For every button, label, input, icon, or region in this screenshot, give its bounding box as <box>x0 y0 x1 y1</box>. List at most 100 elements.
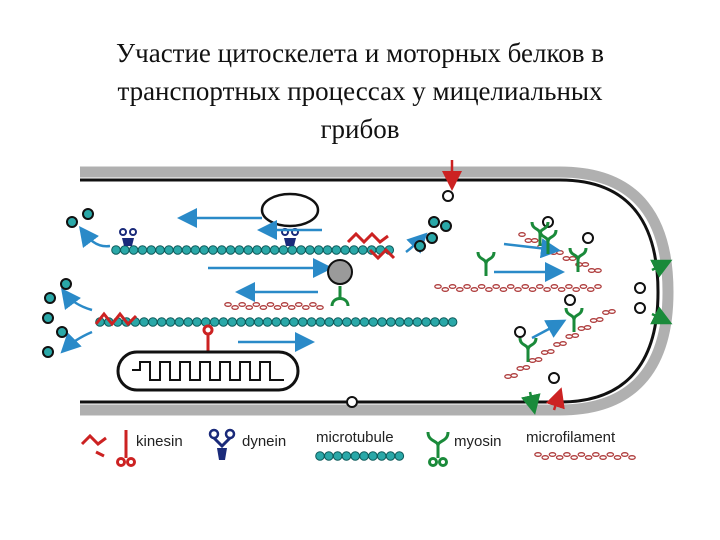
microtubule-subunit <box>430 317 440 327</box>
microtubule-subunit <box>269 245 280 255</box>
microfilament-subunit <box>455 287 464 292</box>
transport-arrows <box>60 208 567 354</box>
vesicle-icon <box>426 232 438 244</box>
microfilament-subunit <box>581 262 590 267</box>
microtubule-subunit <box>192 317 202 327</box>
vesicle-icon <box>327 259 353 285</box>
microtubule-subunit <box>164 245 174 255</box>
microtubule-subunit <box>120 245 130 255</box>
microfilament-subunit <box>579 284 588 289</box>
microtubule-subunit <box>225 245 236 255</box>
vesicles <box>42 190 646 408</box>
microtubule-subunit <box>111 245 121 255</box>
microfilament-subunit <box>599 455 607 460</box>
vesicle-icon <box>634 302 646 314</box>
microtubule-subunit <box>359 317 370 327</box>
large-vesicle <box>260 192 320 228</box>
microfilament-subunit <box>477 284 486 289</box>
microfilament-subunit <box>559 341 567 346</box>
microfilament-subunit <box>586 287 595 292</box>
microtubule-subunit <box>332 451 343 461</box>
microfilament-icon <box>534 452 636 460</box>
kinesin-icon <box>80 430 136 467</box>
microfilament-subunit <box>259 305 268 310</box>
microtubule-subunit <box>350 317 361 327</box>
microfilament-subunit <box>562 256 571 261</box>
microtubule-subunit <box>349 245 359 255</box>
microtubule-subunit <box>296 245 306 255</box>
microfilament-subunit <box>485 287 493 292</box>
microtubule-subunit <box>199 245 209 255</box>
vesicle-icon <box>66 216 78 228</box>
microfilament-subunit <box>516 366 525 371</box>
myosin-icon <box>564 307 584 332</box>
microtubule-subunit <box>368 317 379 327</box>
microtubule-subunit <box>216 245 227 255</box>
microfilament-subunit <box>589 318 598 323</box>
microtubule-subunit <box>322 245 333 255</box>
vesicle-icon <box>440 220 452 232</box>
microtubule-subunit <box>261 245 271 255</box>
microtubule-subunit <box>218 317 229 327</box>
microtubule-subunit <box>324 317 334 327</box>
vesicle-icon <box>428 216 440 228</box>
microfilament-subunit <box>541 455 550 460</box>
microtubule-subunit <box>139 317 149 327</box>
microtubule-subunit <box>243 245 254 255</box>
microtubule-subunit <box>340 245 350 255</box>
cell-wall <box>80 166 674 416</box>
microtubule-subunit <box>156 317 167 327</box>
microtubule-subunit <box>403 317 414 327</box>
microtubule-subunit <box>315 451 325 461</box>
microtubule-subunit <box>333 317 343 327</box>
microfilament-subunit <box>549 250 558 255</box>
microfilament-subunit <box>591 452 600 457</box>
microtubule-subunit <box>148 317 158 327</box>
microfilament-subunit <box>514 287 522 292</box>
microtubule-subunit <box>181 245 192 255</box>
microfilament-subunit <box>280 302 289 307</box>
title-line-2: транспортных процессах у мицелиальных <box>117 76 603 106</box>
vesicle-icon <box>634 282 646 294</box>
myosin-icon <box>426 431 450 467</box>
microfilament-subunit <box>266 302 275 307</box>
microfilament-subunit <box>570 455 579 460</box>
microfilament-subunit <box>492 284 501 289</box>
vesicle-icon <box>564 294 576 306</box>
microtubule-subunit <box>394 317 405 327</box>
microfilament-subunit <box>548 452 557 457</box>
vesicle-icon <box>346 396 358 408</box>
microfilament-subunit <box>245 305 254 310</box>
microtubule-subunit <box>183 317 193 327</box>
microfilament-subunit <box>301 305 310 310</box>
myosin-icon <box>568 247 588 272</box>
microtubule-subunit <box>165 317 176 327</box>
legend: kinesin dynein microtubule myosin microf… <box>80 428 636 467</box>
microfilament-subunit <box>602 310 610 315</box>
microfilament-subunit <box>563 452 571 457</box>
microfilament-subunit <box>287 305 296 310</box>
vesicle-icon <box>582 232 594 244</box>
mitochondrion-icon <box>116 350 300 392</box>
microtubule-subunit <box>236 317 246 327</box>
microfilament-subunit <box>606 452 615 457</box>
microfilament-subunit <box>510 373 518 378</box>
vesicle-icon <box>44 292 56 304</box>
microfilament-subunit <box>528 287 537 292</box>
microfilament-subunit <box>546 349 555 354</box>
microfilament-subunit <box>273 305 282 310</box>
microfilament-subunit <box>499 287 508 292</box>
microtubule-subunit <box>234 245 245 255</box>
microfilament-subunit <box>434 284 442 289</box>
microtubule-subunit <box>297 317 308 327</box>
vesicle-icon <box>82 208 94 220</box>
microtubule-subunit <box>252 245 262 255</box>
vesicle-icon <box>414 240 426 252</box>
microtubule-subunit <box>341 451 352 461</box>
microtubule-subunit <box>324 451 334 461</box>
vesicle-icon <box>514 326 526 338</box>
microtubule-subunit <box>421 317 431 327</box>
vesicle-icon <box>60 278 72 290</box>
microfilament-subunit <box>524 238 533 243</box>
microtubule-subunit <box>394 451 405 461</box>
